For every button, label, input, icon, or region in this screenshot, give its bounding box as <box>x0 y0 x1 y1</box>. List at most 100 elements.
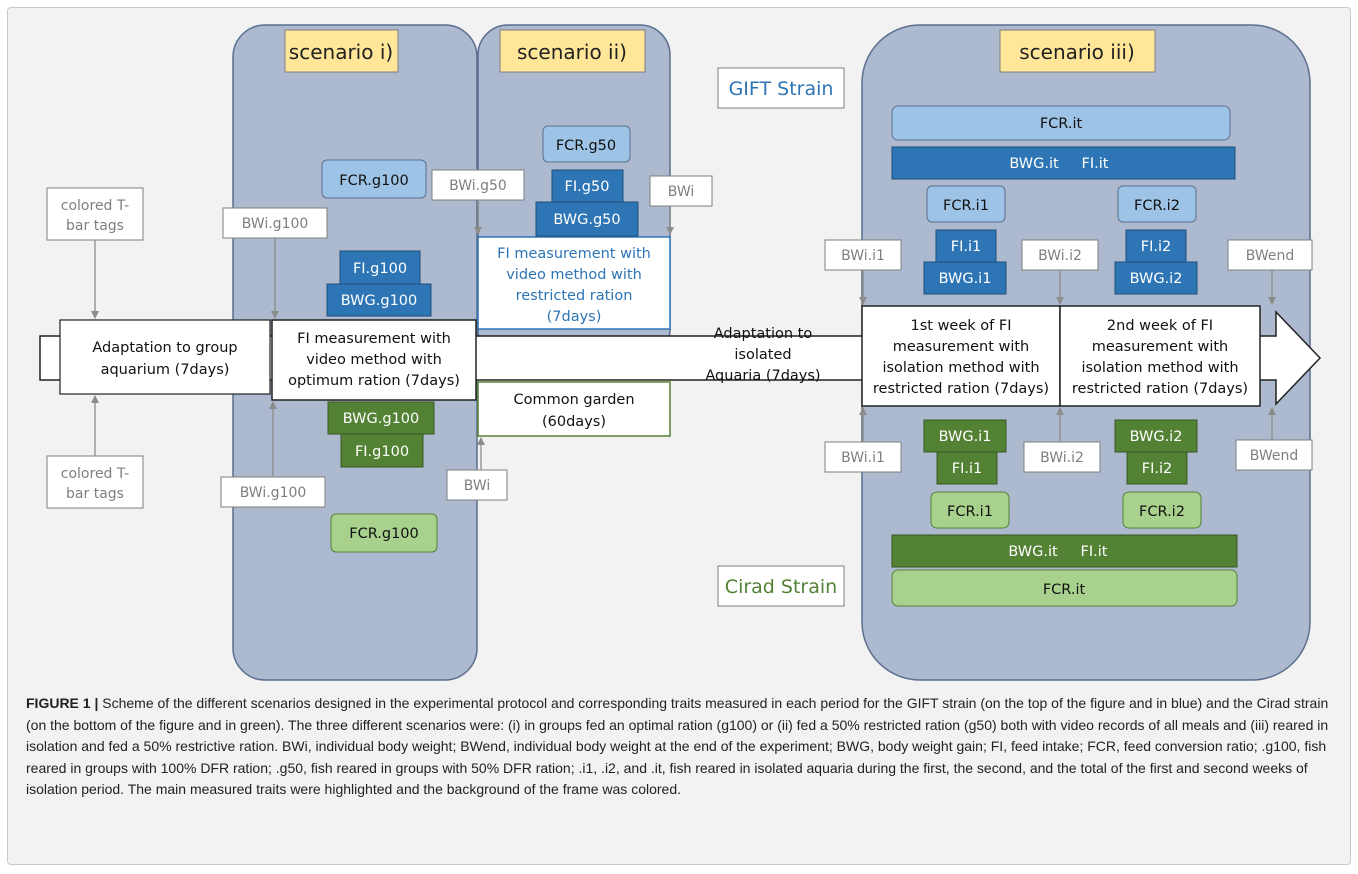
fcr-it-bot-label: FCR.it <box>1043 582 1086 598</box>
fcr-i2-bot-box <box>1122 491 1202 529</box>
bwg-g100-bot-box <box>327 401 435 435</box>
fi-i2-bot-box <box>1126 451 1188 485</box>
bwg-i2-bot-box <box>1114 419 1198 453</box>
tbar-tags-bottom-box <box>46 455 144 509</box>
tbar-tags-top-line1: colored T- <box>61 198 129 214</box>
fi-it-top-label: FI.it <box>1082 156 1109 172</box>
bwg-i1-bot-box <box>923 419 1007 453</box>
bwi-g100-bot-label: BWi.g100 <box>240 485 307 501</box>
bwend-top-label: BWend <box>1246 248 1295 264</box>
bwg-i1-bot-label: BWG.i1 <box>939 429 992 445</box>
tbar-tags-bottom-line2: bar tags <box>66 486 124 502</box>
tbar-tags-top-box <box>46 187 144 241</box>
adapt-isolated-line2: isolated <box>734 347 791 363</box>
gift-strain-box <box>717 67 845 109</box>
fi-g100-bot-label: FI.g100 <box>355 444 409 460</box>
week2-line2: measurement with <box>1092 339 1229 355</box>
fcr-g50-label: FCR.g50 <box>556 138 616 154</box>
adapt-isolated-line3: Aquaria (7days) <box>705 368 820 384</box>
bwi-i1-bot-label: BWi.i1 <box>841 450 885 466</box>
week1-line3: isolation method with <box>882 360 1039 376</box>
fcr-i2-bot-label: FCR.i2 <box>1139 504 1185 520</box>
cirad-strain-label: Cirad Strain <box>725 576 837 598</box>
tbar-tags-bottom-line1: colored T- <box>61 466 129 482</box>
fi-restricted-line3: restricted ration <box>516 288 633 304</box>
bwi-i2-bot-box <box>1023 441 1101 473</box>
fcr-g100-bot-box <box>330 513 438 553</box>
fcr-i2-top-label: FCR.i2 <box>1134 198 1180 214</box>
bwg-i1-top-box <box>923 261 1007 295</box>
scenario-i-label: scenario i) <box>289 40 393 64</box>
common-garden-box <box>477 381 671 437</box>
fi-g50-box <box>551 169 624 203</box>
fcr-i2-top-box <box>1117 185 1197 223</box>
common-garden-line2: (60days) <box>542 414 606 430</box>
bwg-g100-top-label: BWG.g100 <box>341 293 418 309</box>
scenario-iii-label: scenario iii) <box>1019 40 1135 64</box>
fi-restricted-line4: (7days) <box>547 309 602 325</box>
fi-i1-top-label: FI.i1 <box>951 239 981 255</box>
adapt-isolated-line1: Adaptation to <box>714 326 813 342</box>
bwg-g50-box <box>535 201 639 237</box>
scheme-diagram: scenario i) scenario ii) scenario iii) G… <box>39 24 1322 681</box>
fi-g100-bot-box <box>340 433 424 468</box>
fi-restricted-line1: FI measurement with <box>497 246 651 262</box>
bwg-i1-top-label: BWG.i1 <box>939 271 992 287</box>
adapt-group-box <box>59 319 271 395</box>
fi-i1-bot-label: FI.i1 <box>952 461 982 477</box>
bwi-bot-box <box>446 469 508 501</box>
tbar-tags-top-line2: bar tags <box>66 218 124 234</box>
fcr-it-bot-box <box>891 569 1238 607</box>
fcr-i1-bot-label: FCR.i1 <box>947 504 993 520</box>
scenario-ii-label: scenario ii) <box>517 40 627 64</box>
bwg-g100-top-box <box>326 283 432 317</box>
cirad-strain-box <box>717 565 845 607</box>
bwg-g50-label: BWG.g50 <box>553 212 620 228</box>
week2-box <box>1059 305 1261 407</box>
fi-optimum-line2: video method with <box>306 352 442 368</box>
bwi-top-label: BWi <box>668 184 695 200</box>
bwend-bot-box <box>1235 439 1313 471</box>
bwg-i2-top-label: BWG.i2 <box>1130 271 1183 287</box>
bwg-fi-it-top-box <box>891 146 1236 180</box>
fi-g100-top-box <box>339 250 421 286</box>
bwg-fi-it-bot-box <box>891 534 1238 568</box>
bwi-top-box <box>649 175 713 207</box>
adapt-group-line1: Adaptation to group <box>92 340 237 356</box>
gift-strain-label: GIFT Strain <box>729 78 834 100</box>
week2-line4: restricted ration (7days) <box>1072 381 1248 397</box>
fi-g100-top-label: FI.g100 <box>353 261 407 277</box>
fcr-i1-bot-box <box>930 491 1010 529</box>
fi-optimum-line3: optimum ration (7days) <box>288 373 460 389</box>
bwi-g50-label: BWi.g50 <box>449 178 507 194</box>
bwi-i1-bot-box <box>824 441 902 473</box>
fcr-it-top-label: FCR.it <box>1040 116 1083 132</box>
bwi-g50-box <box>431 169 525 201</box>
bwi-i2-bot-label: BWi.i2 <box>1040 450 1084 466</box>
week2-line1: 2nd week of FI <box>1107 318 1213 334</box>
common-garden-line1: Common garden <box>513 392 634 408</box>
fcr-g100-top-box <box>321 159 427 199</box>
fi-i2-bot-label: FI.i2 <box>1142 461 1172 477</box>
fcr-g50-box <box>542 125 631 163</box>
bwi-bot-label: BWi <box>464 478 491 494</box>
fi-restricted-box <box>477 236 671 330</box>
week1-line1: 1st week of FI <box>911 318 1012 334</box>
week1-box <box>861 305 1061 407</box>
bwg-i2-bot-label: BWG.i2 <box>1130 429 1183 445</box>
fi-optimum-box <box>271 319 477 401</box>
fi-g50-label: FI.g50 <box>565 179 610 195</box>
scenario-iii-label-box <box>999 29 1156 73</box>
fi-restricted-line2: video method with <box>506 267 642 283</box>
bwend-bot-label: BWend <box>1250 448 1299 464</box>
fi-it-bot-label: FI.it <box>1081 544 1108 560</box>
fcr-it-top-box <box>891 105 1231 141</box>
scenario-i-label-box <box>284 29 399 73</box>
bwi-g100-bot-box <box>220 476 326 508</box>
fi-optimum-line1: FI measurement with <box>297 331 451 347</box>
bwi-i2-top-box <box>1021 239 1099 271</box>
bwi-g100-top-label: BWi.g100 <box>242 216 309 232</box>
fcr-i1-top-box <box>926 185 1006 223</box>
bwg-i2-top-box <box>1114 261 1198 295</box>
caption-label: FIGURE 1 | <box>26 695 99 711</box>
